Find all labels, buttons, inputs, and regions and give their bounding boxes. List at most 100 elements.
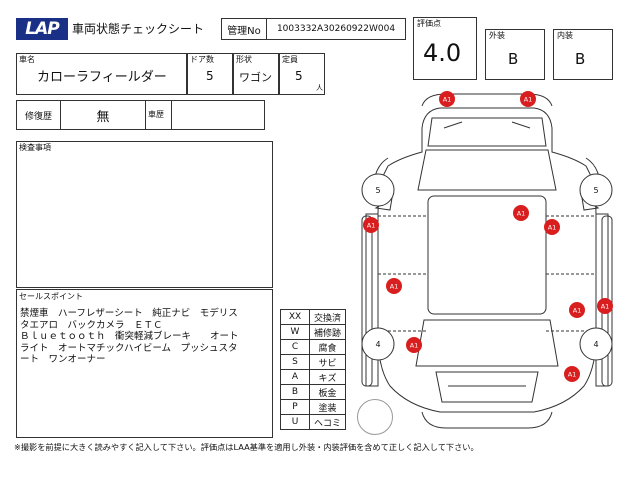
sales-line: Ｂｌｕｅｔｏｏｔｈ 衝突軽減ブレーキ オート xyxy=(20,331,239,342)
damage-marker: A1 xyxy=(439,91,455,107)
mgmt-value: 1003332A30260922W004 xyxy=(276,24,396,34)
rear-hatch xyxy=(435,371,539,403)
damage-marker-label: A1 xyxy=(573,307,582,315)
legend-code: B xyxy=(280,384,310,400)
mgmt-value-cell: 1003332A30260922W004 xyxy=(266,18,406,40)
tire-rear-right xyxy=(579,327,613,361)
exterior-box: 外装 B xyxy=(485,29,545,80)
sales-lines: 禁煙車 ハーフレザーシート 純正ナビ モデリス タエアロ バックカメラ ＥＴＣ … xyxy=(20,308,272,366)
legend-code: A xyxy=(280,369,310,385)
front-windshield xyxy=(417,149,557,191)
exterior-value: B xyxy=(508,50,519,68)
sheet-title: 車両状態チェックシート xyxy=(72,22,205,36)
inspection-box: 検査事項 xyxy=(16,141,273,288)
damage-marker: A1 xyxy=(569,302,585,318)
doors-label: ドア数 xyxy=(190,55,214,64)
logo-text: LAP xyxy=(25,19,59,39)
interior-value: B xyxy=(575,50,586,68)
damage-marker: A1 xyxy=(363,217,379,233)
damage-marker-label: A1 xyxy=(517,210,526,218)
damage-marker: A1 xyxy=(597,298,613,314)
sales-line: 禁煙車 ハーフレザーシート 純正ナビ モデリス xyxy=(20,308,238,319)
repair-value: 無 xyxy=(96,109,110,125)
left-side-body xyxy=(365,213,379,387)
legend-meaning: 交換済 xyxy=(309,309,346,325)
legend-meaning: サビ xyxy=(309,354,346,370)
repair-label-cell: 修復歴 xyxy=(16,100,61,130)
damage-marker: A1 xyxy=(513,205,529,221)
sales-label: セールスポイント xyxy=(19,292,83,301)
shape-value: ワゴン xyxy=(239,71,272,84)
roof-panel xyxy=(427,195,547,315)
shape-box: 形状 ワゴン xyxy=(233,53,279,95)
car-body-outline xyxy=(377,107,597,413)
damage-marker: A1 xyxy=(544,219,560,235)
doors-value: 5 xyxy=(206,69,214,83)
repair-value-cell: 無 xyxy=(60,100,146,130)
interior-box: 内装 B xyxy=(553,29,613,80)
doors-box: ドア数 5 xyxy=(187,53,233,95)
score-box: 評価点 4.0 xyxy=(413,17,477,80)
damage-marker-label: A1 xyxy=(601,303,610,311)
vehicle-name: カローラフィールダー xyxy=(37,70,167,85)
interior-label: 内装 xyxy=(557,31,573,40)
vehicle-name-box: 車名 カローラフィールダー xyxy=(16,53,187,95)
legend-meaning: 補修跡 xyxy=(309,324,346,340)
damage-marker-label: A1 xyxy=(548,224,557,232)
tire-label-front-right: 5 xyxy=(593,186,598,195)
tire-front-right xyxy=(579,173,613,207)
legend-meaning: 腐食 xyxy=(309,339,346,355)
legend-code: U xyxy=(280,414,310,430)
exterior-label: 外装 xyxy=(489,31,505,40)
legend-meaning: 板金 xyxy=(309,384,346,400)
damage-marker-label: A1 xyxy=(524,96,533,104)
legend-code: XX xyxy=(280,309,310,325)
mgmt-label-cell: 管理No xyxy=(221,18,267,40)
rear-window xyxy=(415,319,559,367)
damage-marker-label: A1 xyxy=(367,222,376,230)
vehicle-name-label: 車名 xyxy=(19,55,35,64)
damage-marker: A1 xyxy=(406,337,422,353)
record-label-cell: 車歴 xyxy=(145,100,172,130)
score-value: 4.0 xyxy=(423,39,462,67)
legend-code: S xyxy=(280,354,310,370)
score-label: 評価点 xyxy=(417,19,441,28)
footer-note: ※撮影を前提に大きく読みやすく記入して下さい。評価点はLAA基準を適用し外装・内… xyxy=(14,442,479,452)
legend-meaning: 塗装 xyxy=(309,399,346,415)
tire-label-front-left: 5 xyxy=(375,186,380,195)
sales-line: ライト オートマチックハイビーム プッシュスタ xyxy=(20,342,238,354)
damage-marker: A1 xyxy=(564,366,580,382)
capacity-box: 定員 5 人 xyxy=(279,53,325,95)
legend-code: C xyxy=(280,339,310,355)
stamp-circle xyxy=(357,399,393,435)
capacity-value: 5 xyxy=(295,69,303,83)
sales-line: ート ワンオーナー xyxy=(20,354,106,365)
logo: LAP xyxy=(16,18,68,40)
sales-box: セールスポイント 禁煙車 ハーフレザーシート 純正ナビ モデリス タエアロ バッ… xyxy=(16,289,273,438)
repair-label: 修復歴 xyxy=(24,111,52,122)
tire-front-left xyxy=(361,173,395,207)
damage-marker: A1 xyxy=(386,278,402,294)
damage-marker-label: A1 xyxy=(390,283,399,291)
damage-marker-label: A1 xyxy=(410,342,419,350)
damage-marker-label: A1 xyxy=(443,96,452,104)
capacity-label: 定員 xyxy=(282,55,298,64)
sales-line: タエアロ バックカメラ ＥＴＣ xyxy=(20,319,163,331)
record-value-cell xyxy=(171,100,265,130)
damage-marker: A1 xyxy=(520,91,536,107)
tire-label-rear-right: 4 xyxy=(593,340,598,349)
tire-label-rear-left: 4 xyxy=(375,340,380,349)
inspection-label: 検査事項 xyxy=(19,143,51,152)
record-label: 車歴 xyxy=(148,110,164,119)
mgmt-label: 管理No xyxy=(227,25,261,37)
legend-meaning: ヘコミ xyxy=(309,414,346,430)
